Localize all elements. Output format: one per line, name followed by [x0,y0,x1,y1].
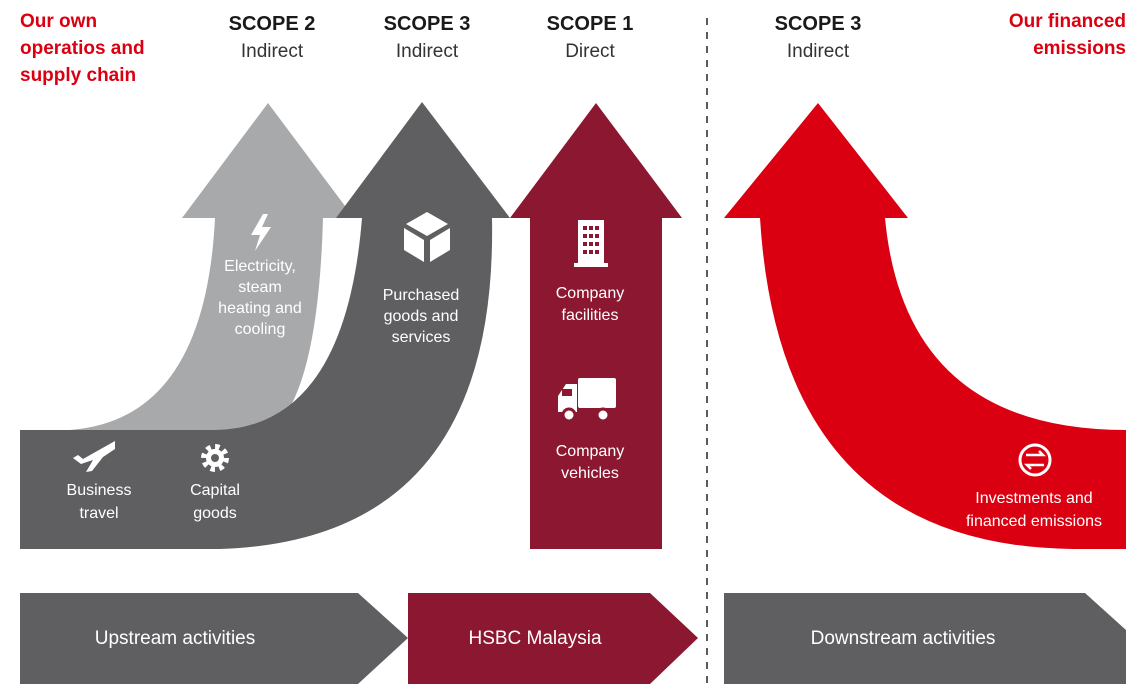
scope-2-arrow [20,103,354,455]
label-line: Company [556,443,624,460]
company-vehicles-label: Company vehicles [556,443,624,482]
label-line: Purchased [383,287,460,304]
exchange-icon [1018,443,1052,477]
scope-1-arrow [510,103,682,549]
company-facilities-label: Company facilities [556,285,624,324]
right-heading: Our financed emissions [1009,11,1126,59]
scope-title: SCOPE 2 [229,13,316,35]
label-line: travel [79,505,118,522]
downstream-band: Downstream activities [724,593,1126,684]
hsbc-label: HSBC Malaysia [468,628,601,649]
left-heading: Our own operatios and supply chain [20,11,145,86]
label-line: vehicles [561,465,619,482]
airplane-icon [73,441,115,472]
lightning-bolt-icon [251,214,271,251]
capital-goods-label: Capital goods [190,482,240,522]
upstream-label: Upstream activities [95,628,256,649]
scope-subtitle: Indirect [396,41,459,62]
scope-3-downstream-arrow [724,103,1126,549]
scope-header-scope-3-downstream: SCOPE 3 Indirect [775,13,862,62]
label-line: Business [67,482,132,499]
scope-header-scope-1: SCOPE 1 Direct [547,13,634,62]
downstream-label: Downstream activities [811,628,996,649]
truck-icon [558,378,616,423]
left-heading-line-3: supply chain [20,65,136,86]
scope-subtitle: Direct [565,41,615,62]
purchased-goods-label: Purchased goods and services [383,287,460,346]
scope-3-upstream-arrow [20,102,510,549]
right-heading-line-2: emissions [1033,38,1126,59]
electricity-label: Electricity, steam heating and cooling [218,258,302,338]
label-line: Investments and [975,490,1092,507]
label-line: facilities [562,307,619,324]
label-line: heating and [218,300,302,317]
gear-icon [201,444,229,472]
scope-title: SCOPE 3 [775,13,862,35]
scope-title: SCOPE 3 [384,13,471,35]
investments-label: Investments and financed emissions [966,490,1102,530]
label-line: Electricity, [224,258,296,275]
box-icon [404,212,450,262]
label-line: Company [556,285,624,302]
building-icon [574,220,608,267]
right-heading-line-1: Our financed [1009,11,1126,32]
label-line: Capital [190,482,240,499]
label-line: steam [238,279,282,296]
scope-header-scope-3-upstream: SCOPE 3 Indirect [384,13,471,62]
label-line: financed emissions [966,513,1102,530]
upstream-band: Upstream activities [20,593,408,684]
label-line: goods and [384,308,459,325]
scope-title: SCOPE 1 [547,13,634,35]
label-line: goods [193,505,237,522]
label-line: cooling [235,321,286,338]
scope-subtitle: Indirect [241,41,304,62]
scope-header-scope-2: SCOPE 2 Indirect [229,13,316,62]
hsbc-band: HSBC Malaysia [408,593,698,684]
business-travel-label: Business travel [67,482,132,522]
left-heading-line-1: Our own [20,11,97,32]
left-heading-line-2: operatios and [20,38,145,59]
scope-subtitle: Indirect [787,41,850,62]
label-line: services [392,329,451,346]
